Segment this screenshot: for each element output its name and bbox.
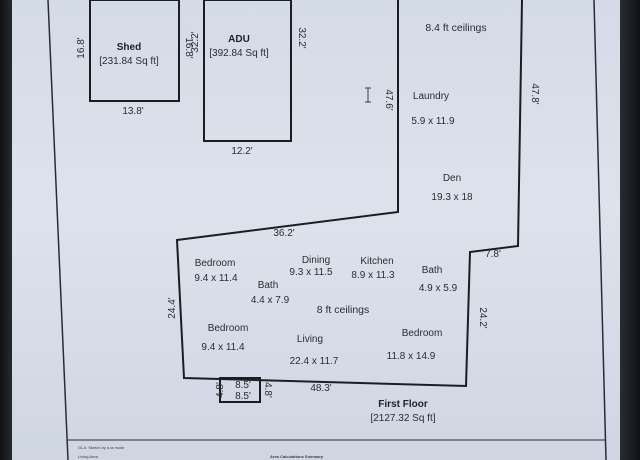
floor-plan-sketch: Shed [231.84 Sq ft] 13.8' 16.8' 16.8' AD…	[47, 0, 607, 460]
adu-area: [392.84 Sq ft]	[209, 48, 269, 59]
page-border-right	[593, 0, 607, 460]
living-size: 22.4 x 11.7	[290, 356, 339, 367]
upper-left-wall-dim: 47.6'	[383, 89, 394, 110]
living-area-label: Living Area	[78, 454, 99, 459]
monitor-bezel-right	[618, 0, 640, 460]
adu-width: 12.2'	[231, 146, 252, 157]
porch-outline	[219, 377, 261, 403]
den-size: 19.3 x 18	[431, 192, 473, 203]
upper-ceiling-note: 8.4 ft ceilings	[425, 22, 486, 34]
bedroom-1-name: Bedroom	[195, 258, 236, 269]
bath-1-name: Bath	[258, 280, 279, 291]
porch-dim-4: 4.8'	[262, 382, 273, 398]
shed-name: Shed	[117, 42, 141, 53]
step-right-dim: 7.8'	[485, 249, 501, 260]
bath-1-size: 4.4 x 7.9	[251, 295, 290, 306]
first-floor-bottom-wall-dim: 48.3'	[310, 383, 331, 394]
first-floor-area: [2127.32 Sq ft]	[370, 413, 435, 424]
living-name: Living	[297, 334, 323, 345]
porch-dim-3: 4.8'	[215, 382, 226, 398]
first-floor-ceiling-note: 8 ft ceilings	[317, 304, 370, 316]
adu-depth: 32.2'	[296, 27, 307, 48]
bedroom-2-name: Bedroom	[208, 323, 249, 334]
shed-area: [231.84 Sq ft]	[99, 56, 159, 67]
laundry-name: Laundry	[413, 91, 449, 102]
dining-size: 9.3 x 11.5	[289, 267, 333, 278]
bedroom-3-size: 11.8 x 14.9	[387, 351, 436, 362]
monitor-bezel-left	[0, 0, 14, 460]
adu-name: ADU	[228, 34, 250, 45]
bath-2-name: Bath	[422, 265, 443, 276]
shed-width: 13.8'	[122, 106, 143, 117]
laundry-size: 5.9 x 11.9	[411, 116, 455, 127]
shed-outline	[89, 0, 180, 102]
first-floor-left-wall-dim: 24.4'	[167, 297, 178, 318]
bedroom-1-size: 9.4 x 11.4	[194, 273, 238, 284]
first-floor-right-wall-dim: 24.2'	[477, 307, 488, 328]
adu-outline	[203, 0, 292, 142]
adu-depth-inner: 32.2'	[190, 31, 201, 52]
dining-name: Dining	[302, 255, 330, 266]
bath-2-size: 4.9 x 5.9	[419, 283, 458, 294]
text-cursor-icon	[365, 87, 371, 103]
bedroom-3-name: Bedroom	[402, 328, 443, 339]
page-border-left	[47, 0, 69, 460]
sketch-credit: GLA: Sketch by a la mode	[78, 445, 125, 450]
step-width-dim: 36.2'	[273, 228, 294, 239]
shed-depth-inner: 16.8'	[183, 37, 194, 58]
upper-right-wall-dim: 47.8'	[529, 83, 540, 104]
shed-depth: 16.8'	[76, 37, 87, 58]
den-name: Den	[443, 173, 461, 184]
floor-plan-screen: Shed [231.84 Sq ft] 13.8' 16.8' 16.8' AD…	[12, 0, 620, 460]
kitchen-size: 8.9 x 11.3	[351, 270, 395, 281]
summary-heading: Area Calculations Summary	[270, 454, 324, 459]
porch-dim-2: 8.5'	[235, 391, 251, 402]
kitchen-name: Kitchen	[360, 256, 393, 267]
bedroom-2-size: 9.4 x 11.4	[201, 342, 245, 353]
main-house-outline	[175, 0, 523, 388]
first-floor-title: First Floor	[378, 399, 428, 410]
porch-dim-1: 8.5'	[235, 380, 251, 391]
